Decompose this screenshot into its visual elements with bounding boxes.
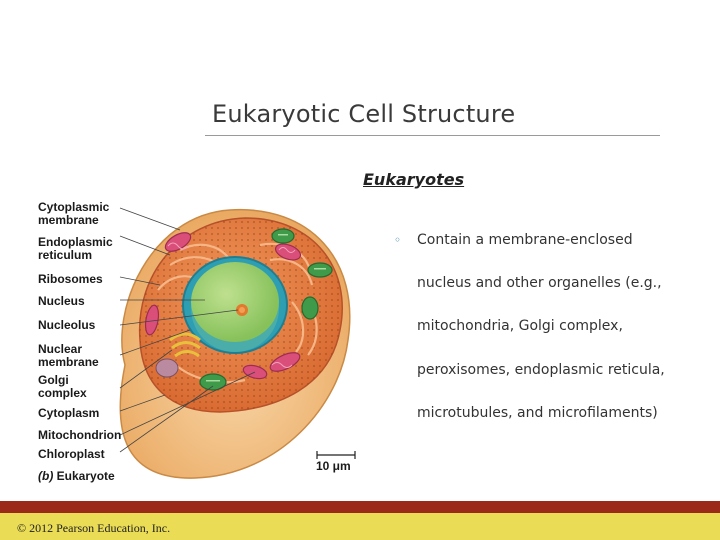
slide-title: Eukaryotic Cell Structure <box>212 100 516 128</box>
label-golgi-complex-2: complex <box>38 386 87 400</box>
bullet-line: peroxisomes, endoplasmic reticula, <box>417 361 665 378</box>
label-cytoplasm: Cytoplasm <box>38 406 100 420</box>
bullet-line: mitochondria, Golgi complex, <box>417 318 623 335</box>
bullet-line: microtubules, and microfilaments) <box>417 404 658 421</box>
label-nuclear-membrane: Nuclear <box>38 342 83 356</box>
label-chloroplast: Chloroplast <box>38 447 105 461</box>
bullet-line: Contain a membrane-enclosed <box>417 232 633 248</box>
label-cytoplasmic-membrane-2: membrane <box>38 213 99 227</box>
figure-caption: (b) Eukaryote <box>38 470 115 483</box>
label-cytoplasmic-membrane: Cytoplasmic <box>38 200 110 214</box>
label-nuclear-membrane-2: membrane <box>38 355 99 369</box>
label-golgi-complex: Golgi <box>38 373 69 387</box>
bullet-line: nucleus and other organelles (e.g., <box>417 275 662 292</box>
footer-yellow-band <box>0 513 720 540</box>
eukaryotic-cell-illustration <box>119 207 356 479</box>
scale-bar <box>316 451 356 459</box>
subheading: Eukaryotes <box>363 170 465 189</box>
label-ribosomes: Ribosomes <box>38 272 103 286</box>
label-endoplasmic-reticulum-2: reticulum <box>38 248 93 262</box>
caption-letter: (b) <box>38 469 54 483</box>
label-nucleus: Nucleus <box>38 294 85 308</box>
nucleus-shape <box>191 262 279 342</box>
label-mitochondrion: Mitochondrion <box>38 428 122 442</box>
footer-red-band <box>0 501 720 513</box>
label-leader-lines <box>119 207 256 453</box>
title-divider <box>205 135 660 136</box>
label-endoplasmic-reticulum: Endoplasmic <box>38 235 113 249</box>
bullet-point: ◦ Contain a membrane-enclosed nucleus an… <box>394 219 694 435</box>
label-nucleolus: Nucleolus <box>38 318 96 332</box>
golgi-complex-shape <box>169 332 201 358</box>
scale-bar-label: 10 μm <box>316 459 351 473</box>
bullet-marker: ◦ <box>394 233 402 247</box>
copyright-notice: © 2012 Pearson Education, Inc. <box>17 521 171 535</box>
caption-text: Eukaryote <box>56 469 115 483</box>
chloroplast-shapes <box>199 228 333 391</box>
